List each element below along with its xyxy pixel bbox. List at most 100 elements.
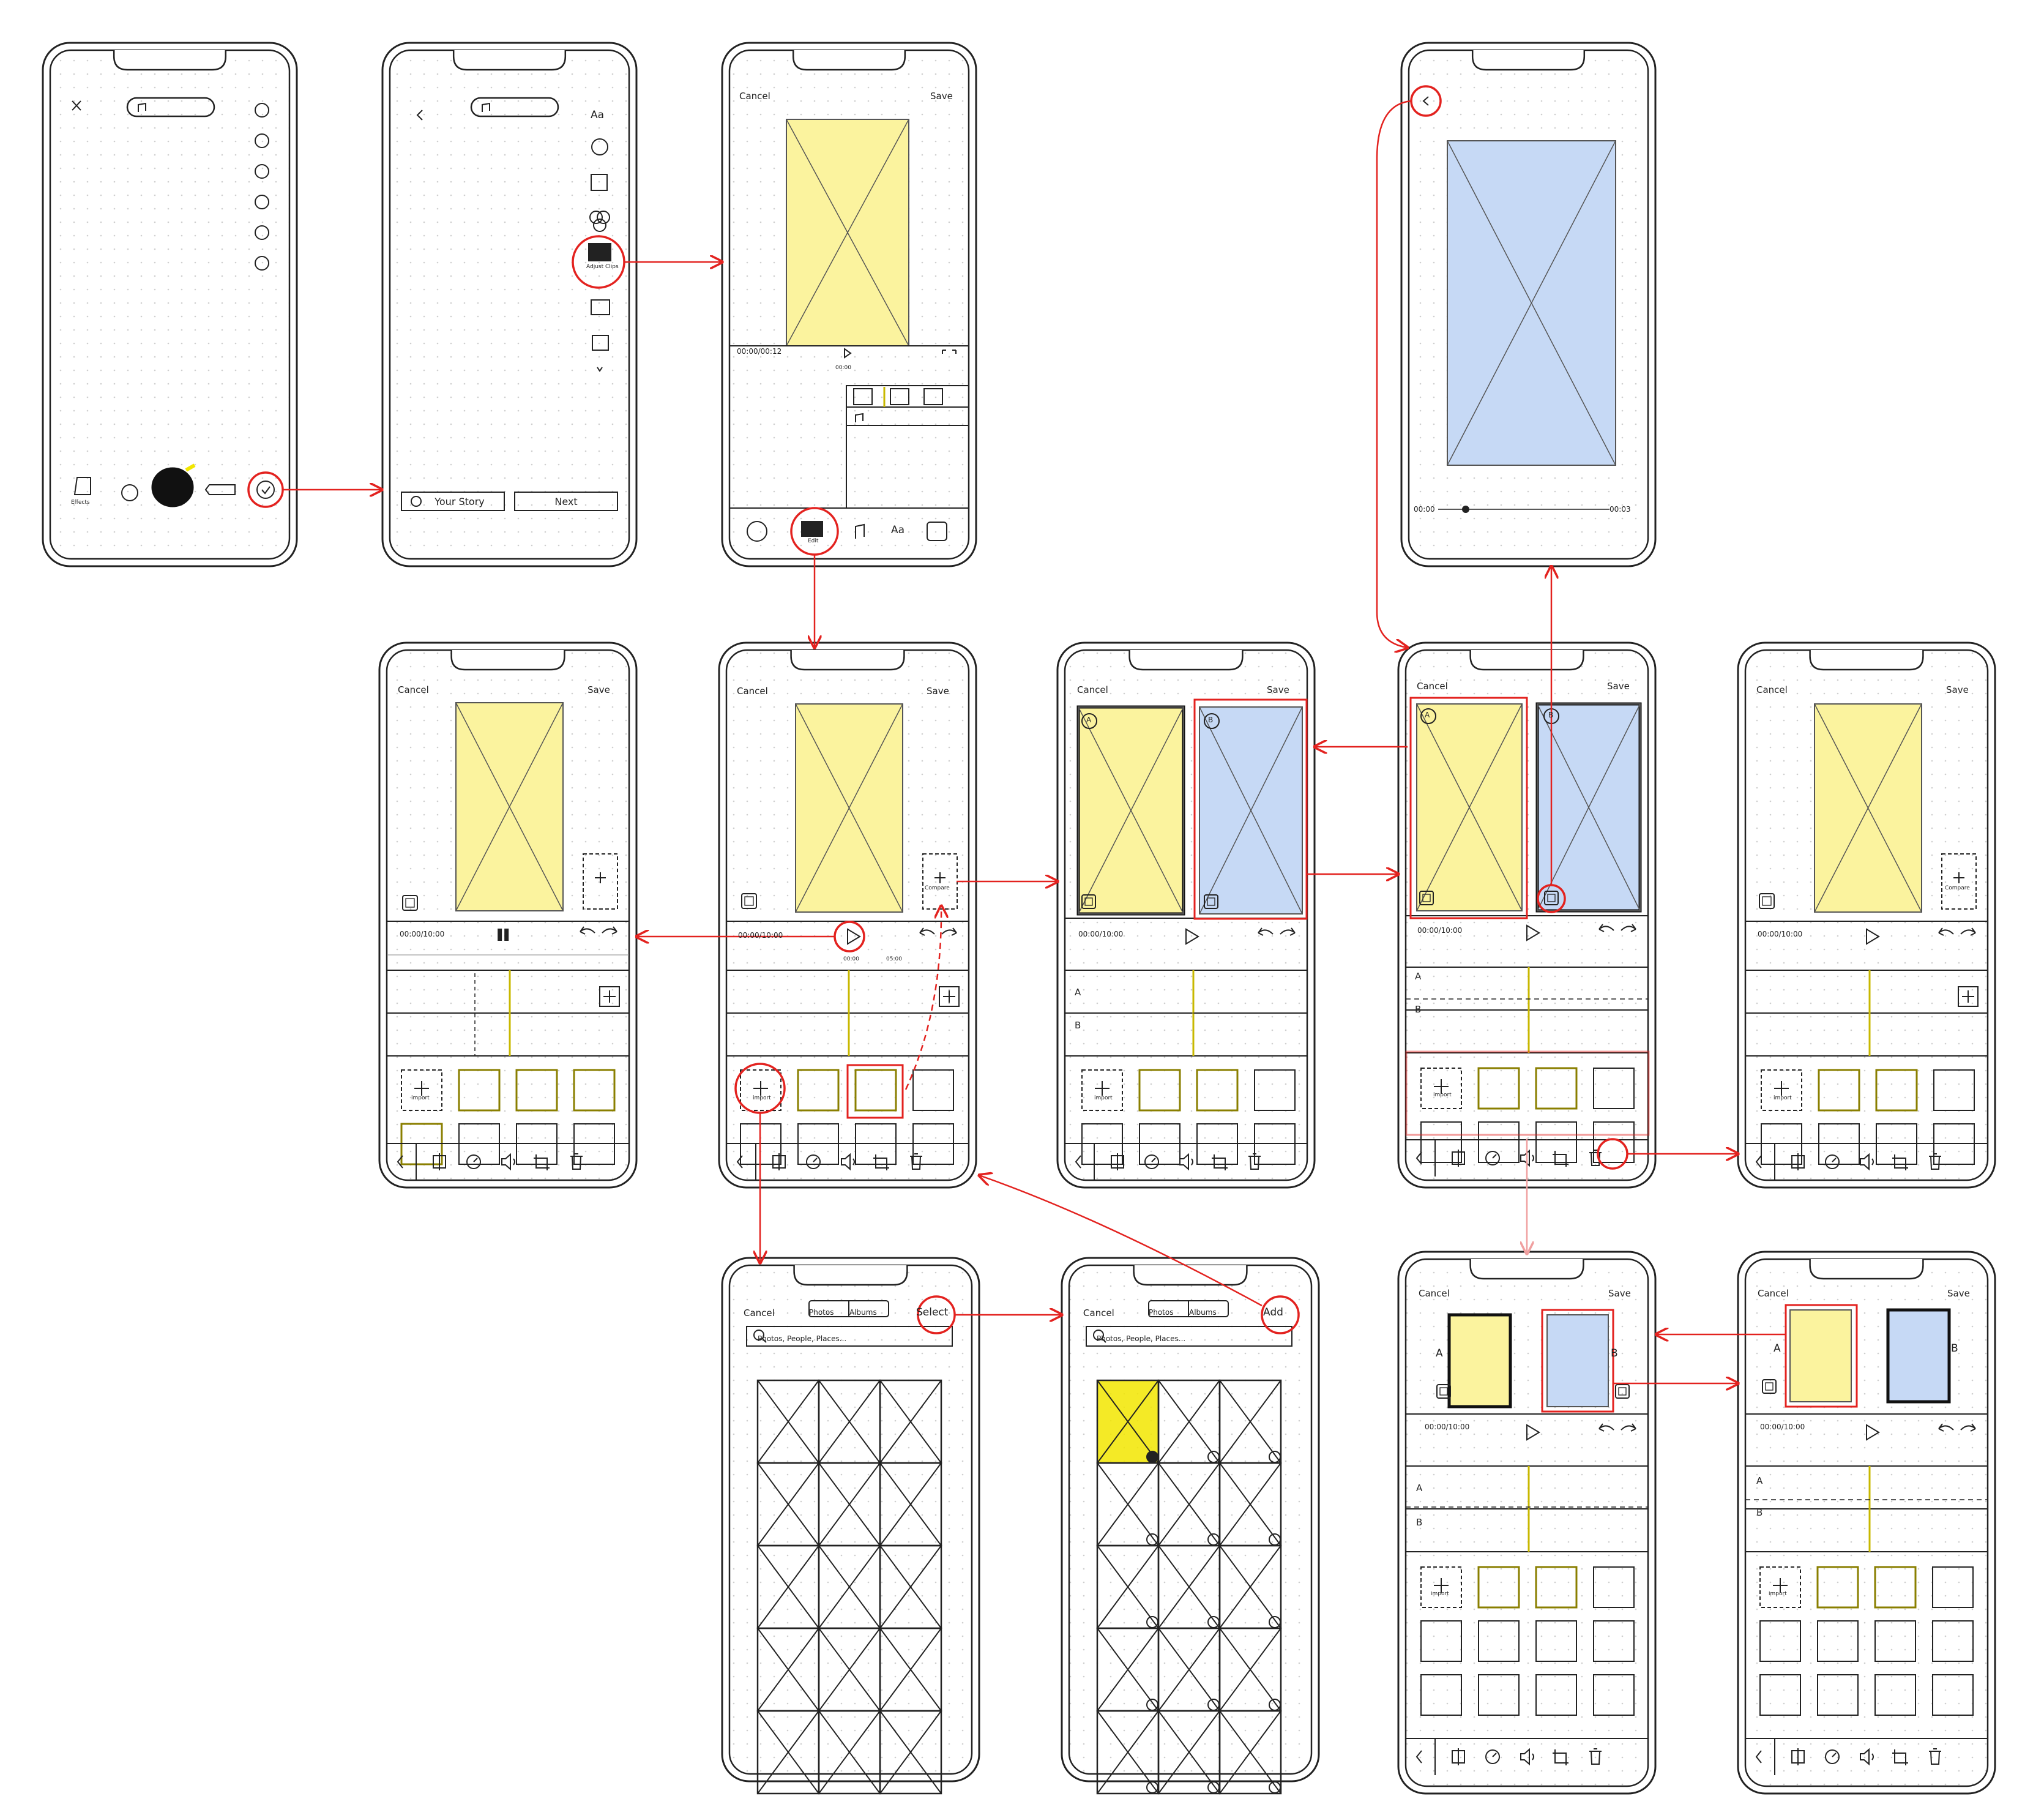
media-thumbnail[interactable]: [1593, 1674, 1635, 1716]
media-thumbnail[interactable]: [1478, 1121, 1520, 1163]
media-thumbnail[interactable]: [1535, 1674, 1577, 1716]
effects-icon[interactable]: [589, 211, 603, 224]
crop-icon[interactable]: [1212, 1154, 1228, 1170]
more-chevron-icon[interactable]: [597, 367, 603, 372]
cancel-button[interactable]: Cancel: [739, 91, 770, 102]
save-button[interactable]: Save: [1607, 681, 1630, 692]
import-label[interactable]: import: [411, 1095, 430, 1101]
speed-icon[interactable]: [1144, 1154, 1159, 1169]
back-icon[interactable]: [1416, 1151, 1422, 1165]
delete-segment-icon[interactable]: [204, 484, 236, 495]
tab-photos[interactable]: Photos: [1149, 1308, 1174, 1317]
photo-cell[interactable]: [1218, 1710, 1282, 1795]
cancel-button[interactable]: Cancel: [1083, 1307, 1114, 1319]
fullscreen-icon[interactable]: [1081, 894, 1096, 909]
edit-tab-icon[interactable]: [801, 521, 823, 537]
compare-button[interactable]: [583, 853, 618, 910]
filters-icon[interactable]: [255, 195, 269, 209]
search-input[interactable]: Photos, People, Places...: [1097, 1334, 1186, 1343]
redo-icon[interactable]: [1960, 1423, 1976, 1432]
import-label[interactable]: import: [1094, 1095, 1113, 1101]
next-button[interactable]: Next: [514, 492, 618, 511]
redo-icon[interactable]: [1960, 927, 1976, 936]
media-thumbnail[interactable]: [1817, 1674, 1859, 1716]
media-thumbnail[interactable]: [1874, 1566, 1917, 1609]
media-thumbnail[interactable]: [1420, 1620, 1462, 1662]
effects-icon[interactable]: [73, 477, 91, 495]
font-tool-label[interactable]: Aa: [591, 109, 605, 121]
media-thumbnail[interactable]: [515, 1069, 558, 1112]
undo-icon[interactable]: [580, 926, 595, 935]
radio-circle-icon[interactable]: [411, 496, 422, 507]
back-icon[interactable]: [1075, 1155, 1081, 1169]
media-thumbnail[interactable]: [797, 1069, 840, 1112]
media-thumbnail[interactable]: [1818, 1069, 1860, 1112]
cancel-button[interactable]: Cancel: [1417, 681, 1448, 692]
save-button[interactable]: Save: [587, 684, 610, 695]
redo-icon[interactable]: [602, 926, 617, 935]
media-thumbnail[interactable]: [1196, 1069, 1239, 1112]
volume-icon[interactable]: [1520, 1748, 1530, 1766]
tab-photos[interactable]: Photos: [809, 1308, 834, 1317]
media-thumbnail[interactable]: [1874, 1620, 1916, 1662]
import-button[interactable]: [1420, 1566, 1462, 1608]
crop-icon[interactable]: [1892, 1749, 1908, 1765]
back-icon[interactable]: [397, 1155, 403, 1169]
selected-check[interactable]: [1146, 1451, 1158, 1463]
media-thumbnail[interactable]: [1593, 1068, 1635, 1109]
your-story-button[interactable]: Your Story: [401, 492, 505, 511]
play-icon[interactable]: [847, 928, 861, 945]
lock-icon[interactable]: [592, 335, 609, 351]
volume-icon[interactable]: [1860, 1748, 1870, 1766]
scrubber-handle[interactable]: [1462, 506, 1469, 513]
import-label[interactable]: import: [753, 1095, 771, 1101]
select-circle[interactable]: [1269, 1781, 1281, 1794]
crop-icon[interactable]: [1553, 1151, 1568, 1167]
crop-icon[interactable]: [1892, 1154, 1908, 1170]
close-icon[interactable]: [72, 100, 81, 111]
add-button[interactable]: Add: [1263, 1306, 1283, 1319]
crop-icon[interactable]: [873, 1154, 889, 1170]
add-media-icon[interactable]: [591, 174, 608, 191]
volume-icon[interactable]: [1179, 1153, 1189, 1171]
back-icon[interactable]: [1416, 1750, 1422, 1764]
media-thumbnail[interactable]: [1593, 1121, 1635, 1163]
fullscreen-icon[interactable]: [1762, 1379, 1777, 1394]
delete-icon[interactable]: [1929, 1748, 1941, 1765]
back-icon[interactable]: [736, 1155, 743, 1169]
select-circle[interactable]: [1146, 1781, 1158, 1794]
compare-label[interactable]: Compare: [925, 885, 950, 891]
media-thumbnail[interactable]: [1593, 1566, 1635, 1608]
search-bar[interactable]: [1086, 1326, 1292, 1347]
undo-icon[interactable]: [1938, 1423, 1954, 1432]
media-thumbnail[interactable]: [1478, 1620, 1520, 1662]
select-button[interactable]: Select: [916, 1306, 949, 1319]
crop-icon[interactable]: [534, 1154, 550, 1170]
save-button[interactable]: Save: [927, 686, 949, 697]
media-thumbnail[interactable]: [854, 1069, 897, 1112]
media-thumbnail[interactable]: [573, 1069, 616, 1112]
save-button[interactable]: Save: [1946, 684, 1969, 695]
crop-icon[interactable]: [1553, 1749, 1568, 1765]
play-icon[interactable]: [1866, 928, 1880, 945]
media-thumbnail[interactable]: [1759, 1620, 1801, 1662]
fullscreen-icon[interactable]: [942, 350, 957, 354]
import-button[interactable]: [740, 1069, 781, 1111]
speed-icon[interactable]: [466, 1154, 481, 1169]
speed-icon[interactable]: [1485, 1151, 1500, 1165]
volume-icon[interactable]: [1520, 1149, 1530, 1167]
beauty-icon[interactable]: [255, 164, 269, 179]
edit-tab-label[interactable]: Edit: [808, 538, 819, 544]
add-clip-button[interactable]: [599, 986, 620, 1007]
fullscreen-icon[interactable]: [1204, 894, 1218, 909]
caption-icon[interactable]: [591, 299, 610, 315]
undo-icon[interactable]: [1598, 1423, 1614, 1432]
media-thumbnail[interactable]: [1420, 1121, 1462, 1163]
media-thumbnail[interactable]: [1933, 1069, 1975, 1111]
sticker-icon[interactable]: [591, 138, 608, 155]
pause-icon[interactable]: [504, 929, 509, 941]
fullscreen-icon[interactable]: [1436, 1384, 1451, 1399]
cancel-button[interactable]: Cancel: [737, 686, 768, 697]
search-bar[interactable]: [746, 1326, 953, 1347]
adjust-clips-icon[interactable]: [588, 243, 611, 261]
